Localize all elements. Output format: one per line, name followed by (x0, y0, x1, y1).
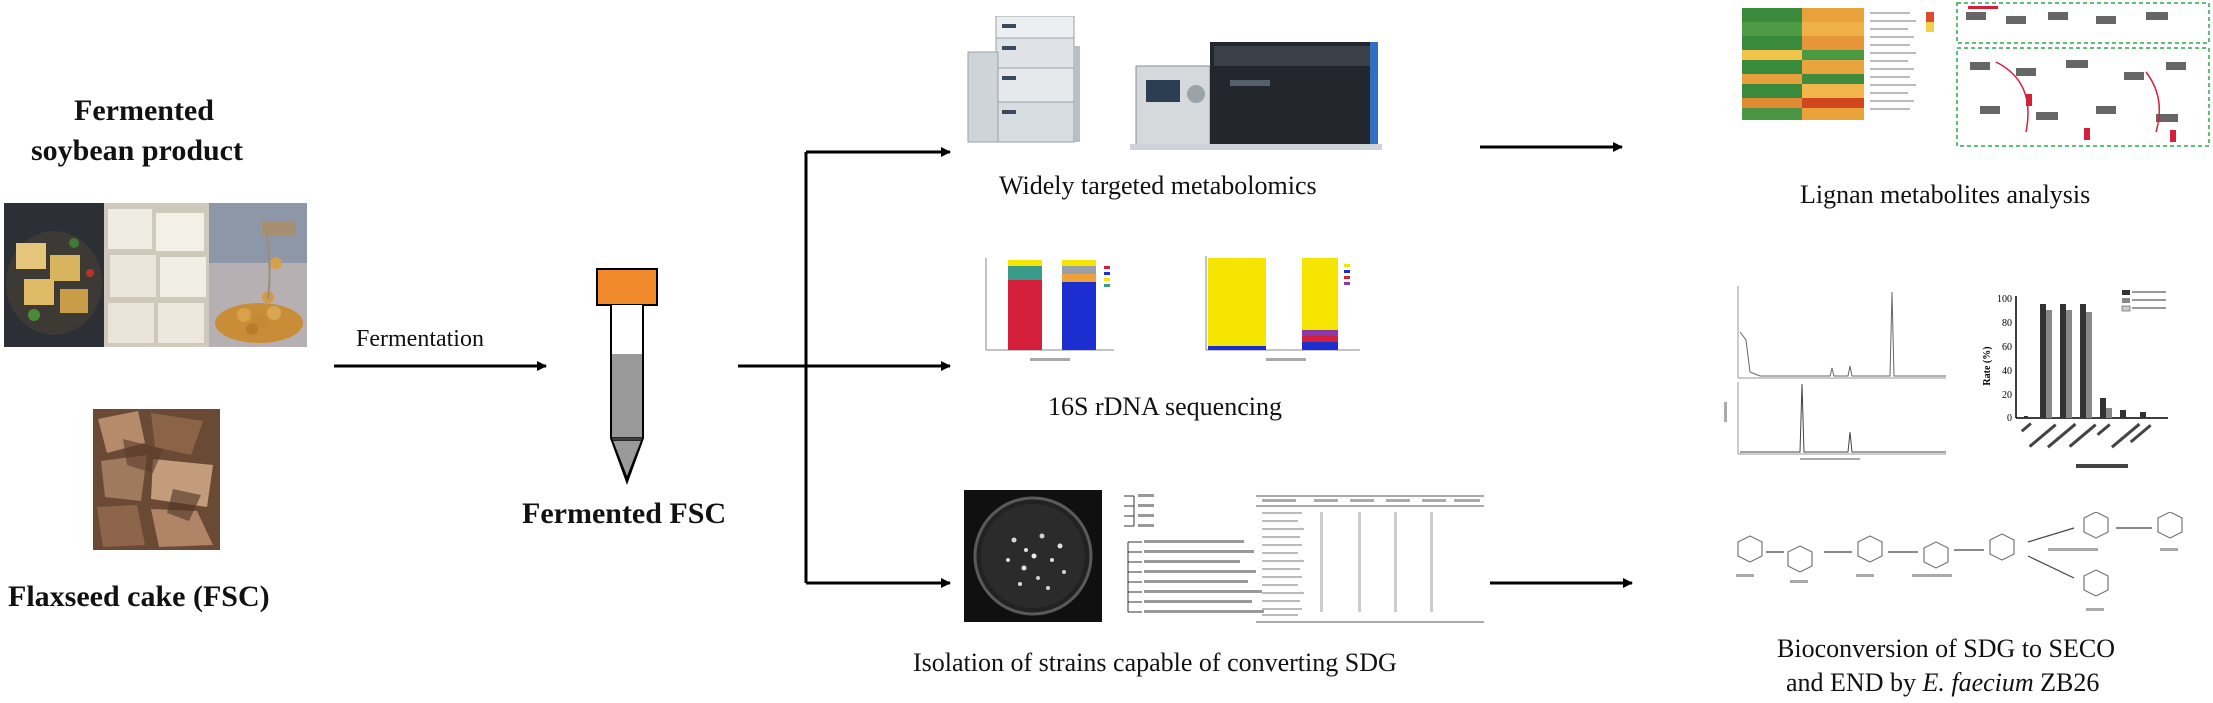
svg-text:0: 0 (2007, 413, 2012, 424)
heatmap-thumbnail (1742, 8, 1934, 120)
stack-1 (1008, 260, 1042, 350)
stack-2 (1062, 260, 1096, 350)
lignan-pathway-thumbnail (1956, 2, 2210, 147)
hplc-instrument-icon (967, 16, 1080, 143)
fermented-fsc-label: Fermented FSC (522, 497, 727, 530)
strain-table-thumbnail (1256, 495, 1484, 623)
centrifuge-tube-icon (596, 268, 658, 485)
bioconversion-strain: ZB26 (2033, 668, 2100, 697)
svg-text:60: 60 (2002, 342, 2012, 353)
bioconversion-label-line1: Bioconversion of SDG to SECO (1777, 634, 2115, 663)
fermentation-label: Fermentation (356, 326, 484, 352)
conversion-rate-bar-chart: 100 80 60 40 20 0 Rate (%) (1982, 290, 2168, 468)
bioconversion-species: E. faecium (1922, 668, 2034, 697)
petri-dish-icon (964, 490, 1102, 622)
bioconversion-prefix: and END by (1786, 668, 1923, 697)
soybean-title-line2: soybean product (31, 134, 243, 167)
isolation-label: Isolation of strains capable of converti… (913, 648, 1397, 677)
lignan-label: Lignan metabolites analysis (1800, 180, 2091, 209)
relative-abundance-plot-1 (985, 258, 1114, 361)
svg-text:40: 40 (2002, 366, 2012, 377)
svg-text:80: 80 (2002, 318, 2012, 329)
metabolomics-label: Widely targeted metabolomics (999, 171, 1317, 200)
flaxseed-cake-photo (93, 409, 220, 550)
svg-text:20: 20 (2002, 390, 2012, 401)
soybean-food-photo (4, 203, 307, 347)
bioconversion-label-line2: and END by E. faecium ZB26 (1786, 668, 2099, 698)
mass-spectrometer-icon (1130, 42, 1382, 150)
flaxseed-label: Flaxseed cake (FSC) (8, 580, 270, 613)
phylogenetic-tree-thumbnail (1124, 494, 1264, 613)
soybean-title-line1: Fermented (74, 94, 214, 127)
svg-text:100: 100 (1997, 294, 2012, 305)
relative-abundance-plot-2 (1205, 256, 1360, 361)
sequencing-label: 16S rDNA sequencing (1048, 392, 1282, 421)
mass-spectrum-thumbnail (1724, 286, 1946, 460)
svg-text:Rate (%): Rate (%) (1982, 346, 1993, 385)
bioconversion-scheme-thumbnail (1736, 512, 2183, 611)
